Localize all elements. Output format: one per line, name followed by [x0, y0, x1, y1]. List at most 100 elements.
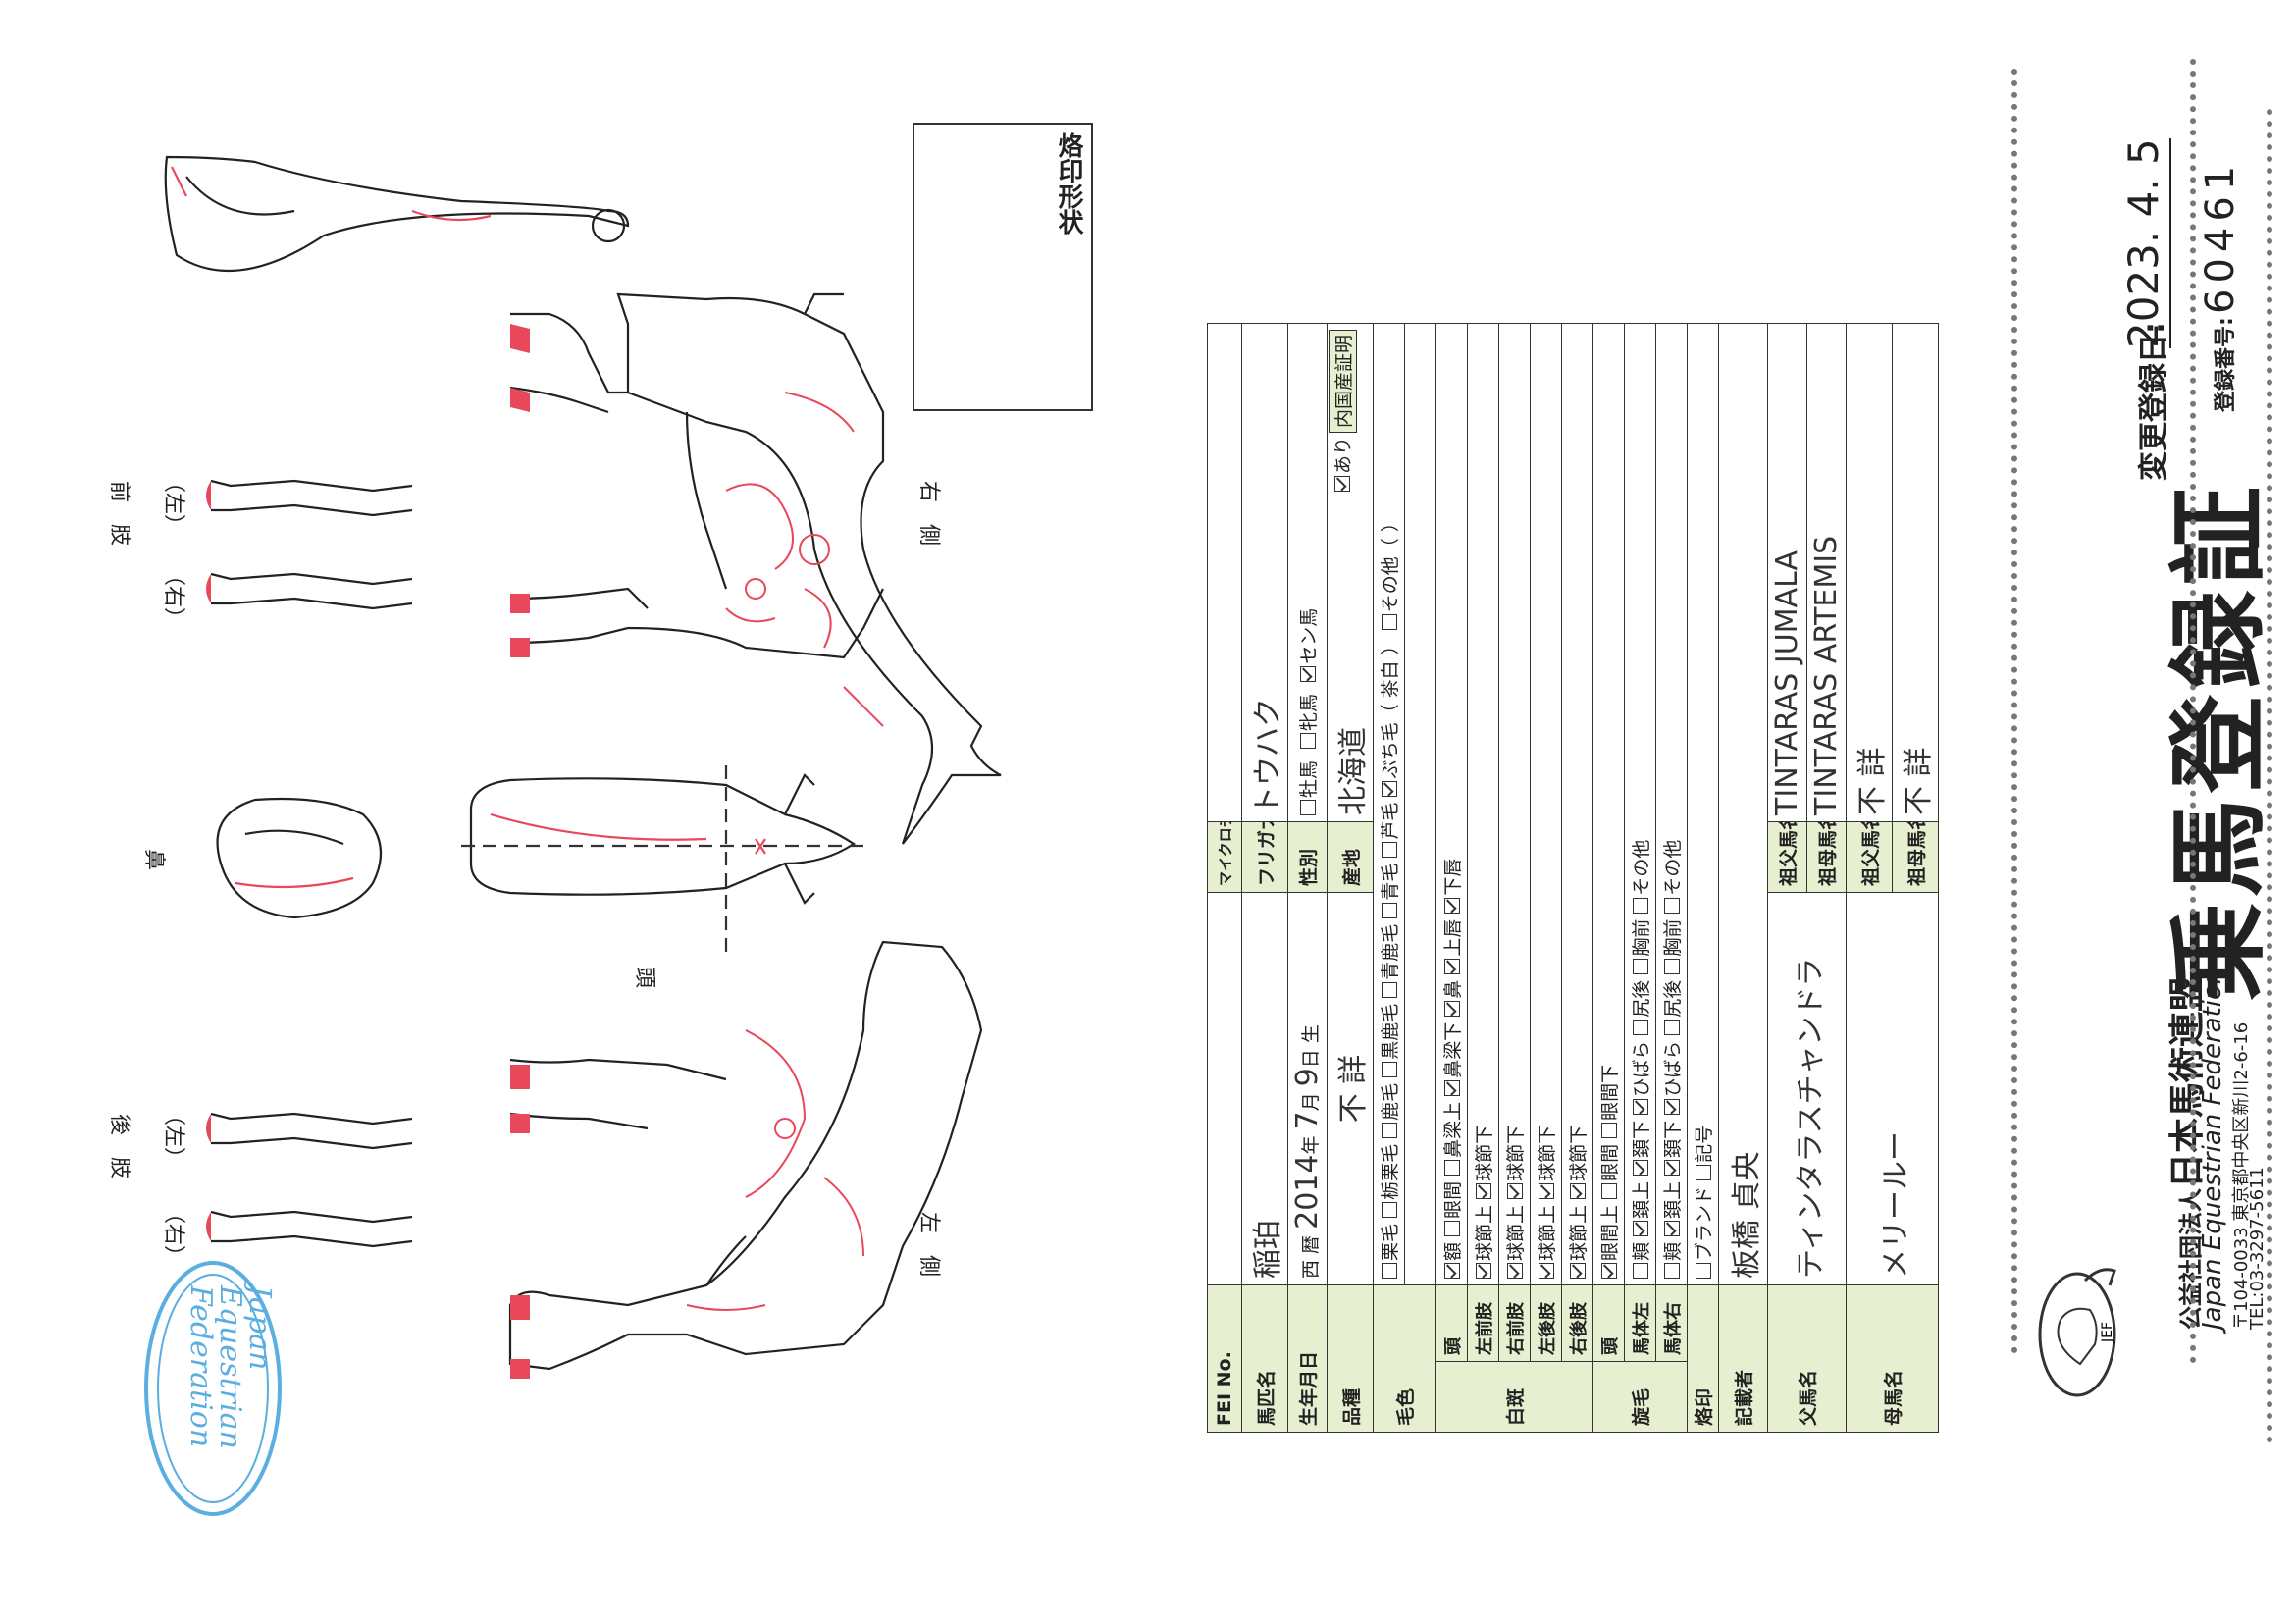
name-label: 馬匹名: [1241, 1284, 1288, 1433]
table-row: 記載者 板橋 貞央: [1718, 323, 1768, 1433]
table-row: 左後肢 球節上 球節下: [1530, 323, 1562, 1432]
granddam2-label: 祖母馬名: [1892, 821, 1939, 893]
foreleg-right-label: （右）: [161, 564, 185, 629]
writer-value: 板橋 貞央: [1718, 323, 1768, 1285]
furigana-value: トウハク: [1241, 323, 1288, 822]
left-side-label: 左 側: [916, 1212, 941, 1277]
writer-label: 記載者: [1718, 1284, 1768, 1433]
jef-logo-icon: JEF: [2038, 1268, 2116, 1397]
granddam1-label: 祖母馬名: [1806, 821, 1847, 893]
grandsire1-value: TINTARAS JUMALA: [1767, 323, 1807, 822]
head-label: 頭: [632, 967, 656, 988]
brand-shape-box: 烙印形状: [913, 123, 1093, 411]
origin-value: 北海道 内国産証明 あり: [1327, 323, 1374, 822]
right-dotted-border: [2190, 59, 2196, 1364]
change-date: 2023. 4. 5: [2119, 138, 2171, 348]
microchip-label: マイクロチップNo.: [1207, 821, 1242, 893]
whorl-label: 旋毛: [1592, 1361, 1688, 1433]
sex-gelding-checkbox[interactable]: [1300, 665, 1316, 682]
head-front-diagram: [461, 765, 863, 952]
grandsire2-value: 不 詳: [1846, 323, 1893, 822]
svg-text:Japan: Japan: [242, 1280, 277, 1370]
origin-label: 産地: [1327, 821, 1374, 893]
svg-text:Equestrian: Equestrian: [213, 1284, 247, 1449]
org-tel: TEL:03-3297-5611: [2247, 1167, 2268, 1330]
inner-dotted-border: [2011, 69, 2017, 1354]
top-view-diagram: [164, 155, 630, 273]
table-row: 右後肢 球節上 球節下: [1561, 323, 1593, 1432]
org-name-english: Japan Equestrian Federation: [2198, 968, 2227, 1330]
hindlegs-label: 後 肢: [107, 1114, 131, 1178]
table-row: 父馬名 ティンタラスチャンドラ 祖父馬名 TINTARAS JUMALA: [1767, 323, 1847, 1433]
sex-stallion-checkbox[interactable]: [1300, 799, 1316, 815]
brand-shape-label: 烙印形状: [1054, 132, 1083, 235]
table-row: 品種 不 詳 産地 北海道 内国産証明 あり: [1327, 323, 1374, 1433]
grandsire1-label: 祖父馬名: [1767, 821, 1807, 893]
whorl-left-label: 馬体左: [1624, 1284, 1656, 1362]
microchip-value: [1207, 323, 1242, 822]
white-head-label: 頭: [1435, 1284, 1468, 1362]
fei-label: FEI No.: [1207, 1284, 1242, 1433]
white-rh-label: 右後肢: [1561, 1284, 1593, 1362]
foreleg-diagrams: [206, 479, 413, 610]
dam-value: メリールー: [1846, 892, 1939, 1285]
domestic-checkbox[interactable]: [1334, 476, 1350, 493]
table-row: 左前肢 球節上 球節下: [1467, 323, 1499, 1432]
table-row: 母馬名 メリールー 祖父馬名 不 詳: [1846, 323, 1939, 1433]
registration-number: 60461: [2198, 159, 2243, 314]
left-side-horse: [508, 940, 983, 1379]
table-row: 烙印 ブランド 記号: [1687, 323, 1719, 1433]
white-lf-label: 左前肢: [1467, 1284, 1499, 1362]
granddam1-value: TINTARAS ARTEMIS: [1806, 323, 1847, 822]
hindleg-diagrams: [206, 1112, 413, 1248]
whorl-right-label: 馬体右: [1655, 1284, 1688, 1362]
breed-value: 不 詳: [1327, 892, 1374, 1285]
white-head-items: 額 眼間 鼻梁上 鼻梁下 鼻 上唇 下唇: [1435, 323, 1468, 1285]
muzzle-diagram: [216, 797, 383, 919]
hindleg-left-label: （左）: [161, 1104, 185, 1169]
table-row: 毛色 栗毛 栃栗毛 鹿毛 黒鹿毛 青鹿毛 青毛 芦毛 ぶち毛（ 茶白 ） その他…: [1373, 323, 1436, 1433]
white-label: 白斑: [1435, 1361, 1593, 1433]
table-row: FEI No. マイクロチップNo.: [1207, 323, 1242, 1433]
table-row: 旋毛 頭 眼間上 眼間 眼間下: [1592, 323, 1688, 1433]
table-row: 右前肢 球節上 球節下: [1498, 323, 1531, 1432]
domestic-label: 内国産証明: [1329, 329, 1357, 433]
sex-mare-checkbox[interactable]: [1300, 732, 1316, 749]
certificate-inner: JEF 公益社団法人日本馬術連盟 Japan Equestrian Federa…: [1168, 108, 2281, 1442]
document-title: 乗馬登録証: [2162, 481, 2276, 1001]
furigana-label: フリガナ: [1241, 821, 1288, 893]
table-row: 馬体左 頬 頚上 頚下 ひばら 尻後 胸前 その他: [1624, 323, 1656, 1432]
coat-label: 毛色: [1373, 1284, 1436, 1433]
sire-label: 父馬名: [1767, 1284, 1847, 1433]
birth-value: 西 暦 2014年 7月 9日 生: [1287, 892, 1328, 1285]
federation-stamp-icon: Japan Equestrian Federation: [144, 1261, 282, 1516]
svg-text:JEF: JEF: [2100, 1322, 2115, 1343]
whorl-head-label: 頭: [1592, 1284, 1625, 1362]
breed-label: 品種: [1327, 1284, 1374, 1433]
certificate-sheet: JEF 公益社団法人日本馬術連盟 Japan Equestrian Federa…: [1168, 108, 2281, 1442]
table-row: 馬体右 頬 頚上 頚下 ひばら 尻後 胸前 その他: [1655, 323, 1688, 1432]
table-row: 生年月日 西 暦 2014年 7月 9日 生 性別 牡馬 牝馬 セン馬: [1287, 323, 1328, 1433]
forelegs-label: 前 肢: [107, 481, 131, 546]
fei-value: [1207, 892, 1242, 1285]
granddam2-value: 不 詳: [1892, 323, 1939, 822]
white-rf-label: 右前肢: [1498, 1284, 1531, 1362]
right-side-label: 右 側: [916, 481, 941, 546]
table-row: [1404, 323, 1436, 1432]
grandsire2-label: 祖父馬名: [1846, 821, 1893, 893]
white-lh-label: 左後肢: [1530, 1284, 1562, 1362]
sex-options: 牡馬 牝馬 セン馬: [1287, 323, 1328, 822]
table-row: 白斑 頭 額 眼間 鼻梁上 鼻梁下 鼻 上唇 下唇: [1435, 323, 1593, 1433]
registration-number-label: 登録番号:: [2214, 317, 2238, 412]
foreleg-left-label: （左）: [161, 471, 185, 536]
svg-text:Federation: Federation: [183, 1284, 218, 1447]
brand-label: 烙印: [1687, 1284, 1719, 1433]
registration-table: FEI No. マイクロチップNo. 馬匹名 稲珀 フリガナ トウハク 生年月日…: [1207, 323, 1939, 1433]
name-value: 稲珀: [1241, 892, 1288, 1285]
table-row: 馬匹名 稲珀 フリガナ トウハク: [1241, 323, 1288, 1433]
birth-label: 生年月日: [1287, 1284, 1328, 1433]
coat-options: 栗毛 栃栗毛 鹿毛 黒鹿毛 青鹿毛 青毛 芦毛 ぶち毛（ 茶白 ） その他（ ）: [1373, 323, 1405, 1285]
muzzle-label: 鼻: [141, 849, 166, 870]
sex-label: 性別: [1287, 821, 1328, 893]
dam-label: 母馬名: [1846, 1284, 1939, 1433]
